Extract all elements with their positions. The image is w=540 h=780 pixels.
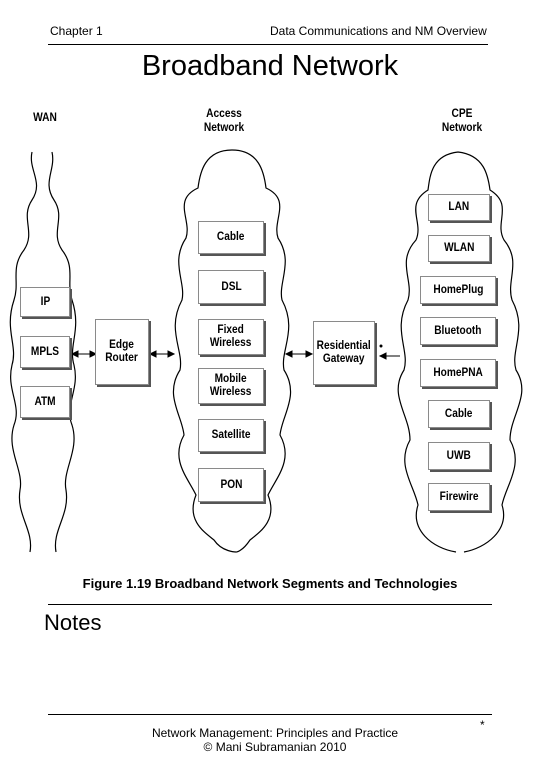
- residential-gateway-box: Residential Gateway: [313, 321, 375, 385]
- header-divider: [48, 44, 488, 45]
- cpe-network-label: CPE Network: [441, 106, 483, 134]
- wan-item-atm: ATM: [20, 386, 70, 418]
- wan-item-ip: IP: [20, 287, 70, 317]
- access-item-satellite: Satellite: [198, 419, 264, 452]
- caption-divider: [48, 604, 492, 605]
- cpe-item-uwb: UWB: [428, 442, 490, 470]
- wan-item-mpls: MPLS: [20, 336, 70, 368]
- cpe-item-bluetooth: Bluetooth: [420, 317, 496, 345]
- edge-router-box: Edge Router: [95, 319, 149, 385]
- page-marker: *: [480, 718, 485, 732]
- cpe-item-cable: Cable: [428, 400, 490, 428]
- notes-heading: Notes: [44, 610, 102, 635]
- access-cloud: [172, 149, 292, 553]
- cpe-item-homeplug: HomePlug: [420, 276, 496, 304]
- access-item-fixed-wireless: Fixed Wireless: [198, 319, 264, 355]
- cpe-item-homepna: HomePNA: [420, 359, 496, 387]
- footer-divider: [48, 714, 492, 715]
- footer-line-2: © Mani Subramanian 2010: [203, 740, 347, 754]
- figure-caption: Figure 1.19 Broadband Network Segments a…: [82, 576, 458, 591]
- cpe-cloud: [397, 151, 523, 553]
- cpe-item-firewire: Firewire: [428, 483, 490, 511]
- access-item-cable: Cable: [198, 221, 264, 254]
- footer-text: Network Management: Principles and Pract…: [130, 726, 420, 754]
- chapter-label: Chapter 1: [50, 24, 103, 38]
- section-title: Data Communications and NM Overview: [270, 24, 487, 38]
- access-item-pon: PON: [198, 468, 264, 502]
- cpe-item-lan: LAN: [428, 194, 490, 221]
- wan-label: WAN: [33, 110, 57, 124]
- access-item-mobile-wireless: Mobile Wireless: [198, 368, 264, 404]
- access-item-dsl: DSL: [198, 270, 264, 304]
- page-title: Broadband Network: [141, 50, 399, 82]
- access-network-label: Access Network: [203, 106, 245, 134]
- wan-cloud: [9, 151, 77, 553]
- cpe-item-wlan: WLAN: [428, 235, 490, 262]
- footer-line-1: Network Management: Principles and Pract…: [151, 726, 399, 740]
